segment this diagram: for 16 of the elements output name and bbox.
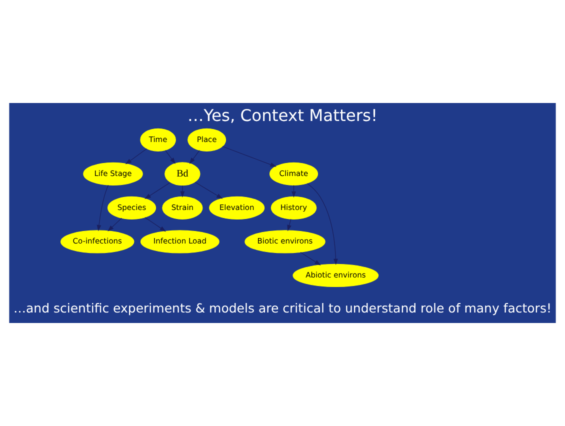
arrow [144,182,170,200]
arrow [222,146,277,167]
arrow [165,150,176,164]
diagram-title: …Yes, Context Matters! [187,106,378,126]
arrow [194,182,223,199]
arrow [125,148,147,164]
arrow [96,184,109,232]
arrow [300,252,321,266]
arrow [108,218,122,232]
arrow [307,183,338,266]
arrow [287,218,292,232]
arrow [144,217,166,232]
arrow [189,150,200,164]
node-ellipse: Bd [164,162,200,186]
caption: …and scientific experiments & models are critical to understand role of many factors! [14,300,552,316]
arrow [180,185,185,198]
